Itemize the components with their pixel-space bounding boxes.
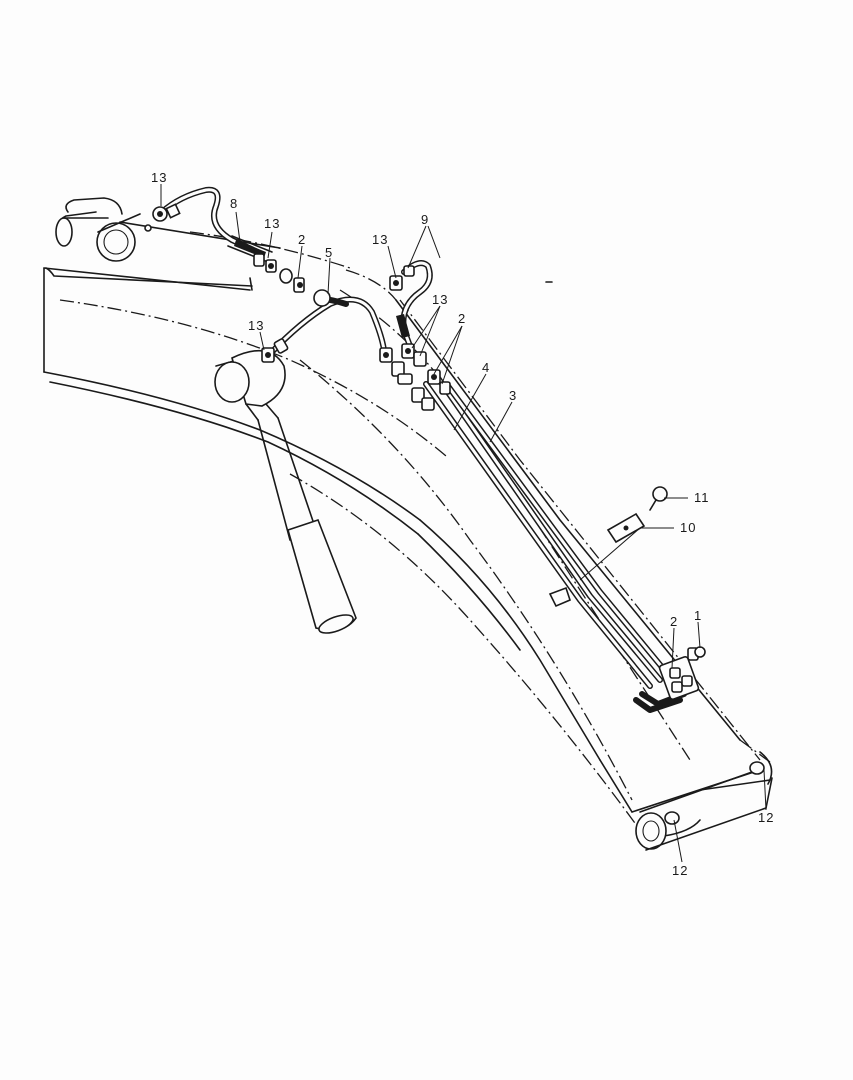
callout-12-tip-bottom: 12 bbox=[672, 863, 688, 878]
callout-2-valve: 2 bbox=[458, 311, 466, 326]
fitting-13a bbox=[144, 203, 181, 232]
callout-10: 10 bbox=[680, 520, 696, 535]
hydraulic-lines bbox=[159, 186, 687, 713]
callout-3: 3 bbox=[509, 388, 517, 403]
fitting-13c bbox=[389, 265, 415, 291]
callout-13-valve: 13 bbox=[432, 292, 448, 307]
callout-8: 8 bbox=[230, 196, 238, 211]
callout-2-upper: 2 bbox=[298, 232, 306, 247]
callout-1: 1 bbox=[694, 608, 702, 623]
callout-13-hose9: 13 bbox=[372, 232, 388, 247]
valve-block bbox=[379, 343, 451, 411]
callout-13-hose8-end: 13 bbox=[264, 216, 280, 231]
boom-cylinder bbox=[214, 349, 357, 634]
tip-block bbox=[658, 646, 706, 700]
fitting-2a bbox=[279, 268, 331, 307]
boom-structure bbox=[43, 197, 773, 851]
fitting-13-cylinder bbox=[261, 338, 289, 363]
fitting-13b bbox=[253, 253, 277, 273]
callout-13-cylinder: 13 bbox=[248, 318, 264, 333]
callout-11: 11 bbox=[694, 490, 710, 505]
callout-labels: 13 8 13 2 5 13 9 13 13 2 4 3 11 10 2 1 1… bbox=[151, 170, 774, 878]
leaders bbox=[160, 184, 767, 863]
callout-13-top-left: 13 bbox=[151, 170, 167, 185]
callout-5: 5 bbox=[325, 245, 333, 260]
fittings bbox=[144, 203, 706, 700]
callout-4: 4 bbox=[482, 360, 490, 375]
bolt-11 bbox=[649, 486, 668, 511]
clamp-10 bbox=[606, 512, 646, 544]
callout-2-tip: 2 bbox=[670, 614, 678, 629]
callout-12-tip-right: 12 bbox=[758, 810, 774, 825]
callout-9: 9 bbox=[421, 212, 429, 227]
